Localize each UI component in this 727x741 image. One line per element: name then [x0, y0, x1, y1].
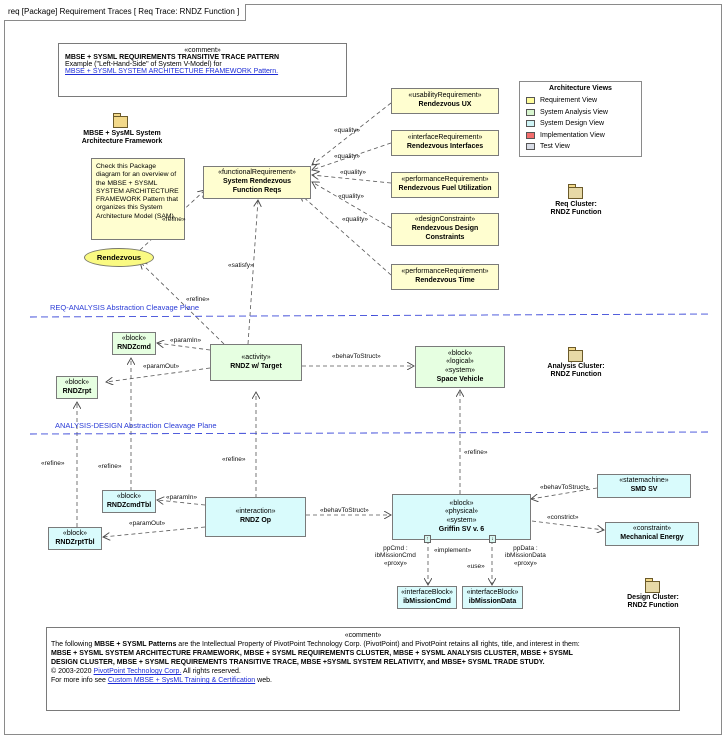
analysis-cluster-icon[interactable] [568, 347, 583, 362]
bottom-comment-line4: © 2003-2020 PivotPoint Technology Corp. … [51, 668, 241, 676]
paramin-link-design [157, 500, 206, 506]
main-functional-requirement[interactable]: «functionalRequirement» System Rendezvou… [203, 166, 311, 199]
label-behavtostruct-analysis: «behavToStruct» [332, 353, 381, 360]
satisfy-link-activity [247, 200, 258, 345]
pivotpoint-link[interactable]: PivotPoint Technology Corp. [93, 668, 182, 676]
label-satisfy: «satisfy» [228, 262, 254, 269]
analysis-design-plane-label: ANALYSIS-DESIGN Abstraction Cleavage Pla… [55, 421, 217, 430]
requirement-ux[interactable]: «usabilityRequirement» Rendezvous UX [391, 88, 499, 114]
framework-package-label: MBSE + SysML System Architecture Framewo… [81, 130, 163, 146]
design-cluster-icon[interactable] [645, 578, 660, 593]
quality-link-design [312, 182, 392, 229]
label-quality-design: «quality» [338, 193, 365, 200]
training-link[interactable]: Custom MBSE + SysML Training & Certifica… [107, 677, 256, 685]
port-ppcmd[interactable]: ↑ [424, 535, 431, 543]
block-rndzrpttbl[interactable]: «block» RNDZrptTbl [48, 527, 102, 550]
label-refine-interaction: «refine» [222, 456, 246, 463]
top-comment-line: Example ("Left-Hand-Side" of System V-Mo… [65, 61, 222, 68]
diagram-frame [4, 4, 722, 735]
legend-swatch [526, 108, 535, 116]
block-griffin-sv[interactable]: «block» «physical» «system» Griffin SV v… [392, 494, 531, 540]
legend-swatch [526, 120, 535, 128]
top-comment-link[interactable]: MBSE + SYSML SYSTEM ARCHITECTURE FRAMEWO… [65, 68, 279, 75]
block-rndzrpt[interactable]: «block» RNDZrpt [56, 376, 98, 399]
block-rndzcmdtbl[interactable]: «block» RNDZcmdTbl [102, 490, 156, 513]
bottom-comment-line5: For more info see Custom MBSE + SysML Tr… [51, 677, 272, 685]
label-use: «use» [467, 563, 485, 570]
label-behavtostruct-design: «behavToStruct» [320, 507, 369, 514]
interaction-rndz-op[interactable]: «interaction» RNDZ Op [205, 497, 306, 537]
block-rndzcmd[interactable]: «block» RNDZcmd [112, 332, 156, 355]
interfaceblock-ibmissioncmd[interactable]: «interfaceBlock» ibMissionCmd [397, 586, 457, 609]
paramin-link-analysis [157, 343, 211, 351]
block-space-vehicle[interactable]: «block» «logical» «system» Space Vehicle [415, 346, 505, 388]
port-ppcmd-label: ppCmd : ibMissionCmd «proxy» [375, 545, 416, 567]
label-refine-griffin: «refine» [464, 449, 488, 456]
label-quality-time: «quality» [342, 216, 369, 223]
side-note: Check this Package diagram for an overvi… [91, 158, 185, 240]
legend-swatch [526, 131, 535, 139]
label-quality-fuel: «quality» [340, 169, 367, 176]
constrict-link [531, 520, 604, 530]
diagram-frame-title: req [Package] Requirement Traces [ Req T… [4, 4, 247, 21]
analysis-design-plane-line [29, 431, 713, 435]
label-refine-usecase: «refine» [162, 216, 186, 223]
req-cluster-label: Req Cluster: RNDZ Function [550, 201, 602, 217]
label-quality-interfaces: «quality» [334, 153, 361, 160]
bottom-comment-stereotype: «comment» [344, 632, 382, 639]
label-refine-cmdtbl: «refine» [98, 463, 122, 470]
constraint-mechanical-energy[interactable]: «constraint» Mechanical Energy [605, 522, 699, 546]
bottom-comment-line3: DESIGN CLUSTER, MBSE + SYSML REQUIREMENT… [51, 659, 545, 667]
top-comment-stereotype: «comment» [184, 47, 221, 54]
analysis-cluster-label: Analysis Cluster: RNDZ Function [547, 363, 605, 379]
label-paramin-design: «paramIn» [166, 494, 198, 501]
legend-item: System Analysis View [526, 107, 635, 119]
requirement-design-constraint[interactable]: «designConstraint» Rendezvous Design Con… [391, 213, 499, 246]
legend-item: Implementation View [526, 130, 635, 142]
port-ppdata-label: ppData : ibMissionData «proxy» [505, 545, 546, 567]
legend-item: Requirement View [526, 95, 635, 107]
statemachine-smd-sv[interactable]: «statemachine» SMD SV [597, 474, 691, 498]
label-paramout-design: «paramOut» [129, 520, 166, 527]
label-paramout-analysis: «paramOut» [143, 363, 180, 370]
bottom-comment-line1: The following MBSE + SYSML Patterns are … [51, 641, 580, 649]
label-refine-activity: «refine» [186, 296, 210, 303]
legend-item: Test View [526, 141, 635, 153]
legend-swatch [526, 143, 535, 151]
req-analysis-plane-line [29, 313, 713, 318]
design-cluster-label: Design Cluster: RNDZ Function [627, 594, 679, 610]
label-constrict: «constrict» [547, 514, 579, 521]
label-refine-rpttbl: «refine» [41, 460, 65, 467]
quality-link-fuel [312, 175, 392, 184]
label-quality-ux: «quality» [334, 127, 361, 134]
legend-swatch [526, 97, 535, 105]
quality-link-ux [312, 102, 392, 165]
label-implement: «implement» [434, 547, 472, 554]
requirement-time[interactable]: «performanceRequirement» Rendezvous Time [391, 264, 499, 290]
legend-title: Architecture Views [549, 85, 612, 92]
paramout-link-design [103, 526, 206, 537]
framework-package-icon[interactable] [113, 113, 128, 128]
requirement-interfaces[interactable]: «interfaceRequirement» Rendezvous Interf… [391, 130, 499, 156]
label-behavtostruct-smd: «behavToStruct» [540, 484, 589, 491]
quality-link-time [300, 194, 392, 276]
req-cluster-icon[interactable] [568, 184, 583, 199]
top-comment-title: MBSE + SYSML REQUIREMENTS TRANSITIVE TRA… [65, 54, 280, 61]
req-analysis-plane-label: REQ-ANALYSIS Abstraction Cleavage Plane [50, 303, 200, 312]
paramout-link-analysis [106, 367, 211, 382]
bottom-comment-line2: MBSE + SYSML SYSTEM ARCHITECTURE FRAMEWO… [51, 650, 573, 658]
bottom-comment: «comment» The following MBSE + SYSML Pat… [46, 627, 680, 711]
label-paramin-analysis: «paramIn» [170, 337, 202, 344]
requirement-fuel[interactable]: «performanceRequirement» Rendezvous Fuel… [391, 172, 499, 198]
interfaceblock-ibmissiondata[interactable]: «interfaceBlock» ibMissionData [462, 586, 523, 609]
port-ppdata[interactable]: ↓ [489, 535, 496, 543]
rendezvous-use-case[interactable]: Rendezvous [84, 248, 154, 267]
top-comment: «comment» MBSE + SYSML REQUIREMENTS TRAN… [58, 43, 347, 97]
activity-rndz-with-target[interactable]: «activity» RNDZ w/ Target [210, 344, 302, 381]
refine-link-activity [140, 262, 225, 345]
architecture-views-legend: Architecture Views Requirement View Syst… [519, 81, 642, 157]
legend-item: System Design View [526, 118, 635, 130]
